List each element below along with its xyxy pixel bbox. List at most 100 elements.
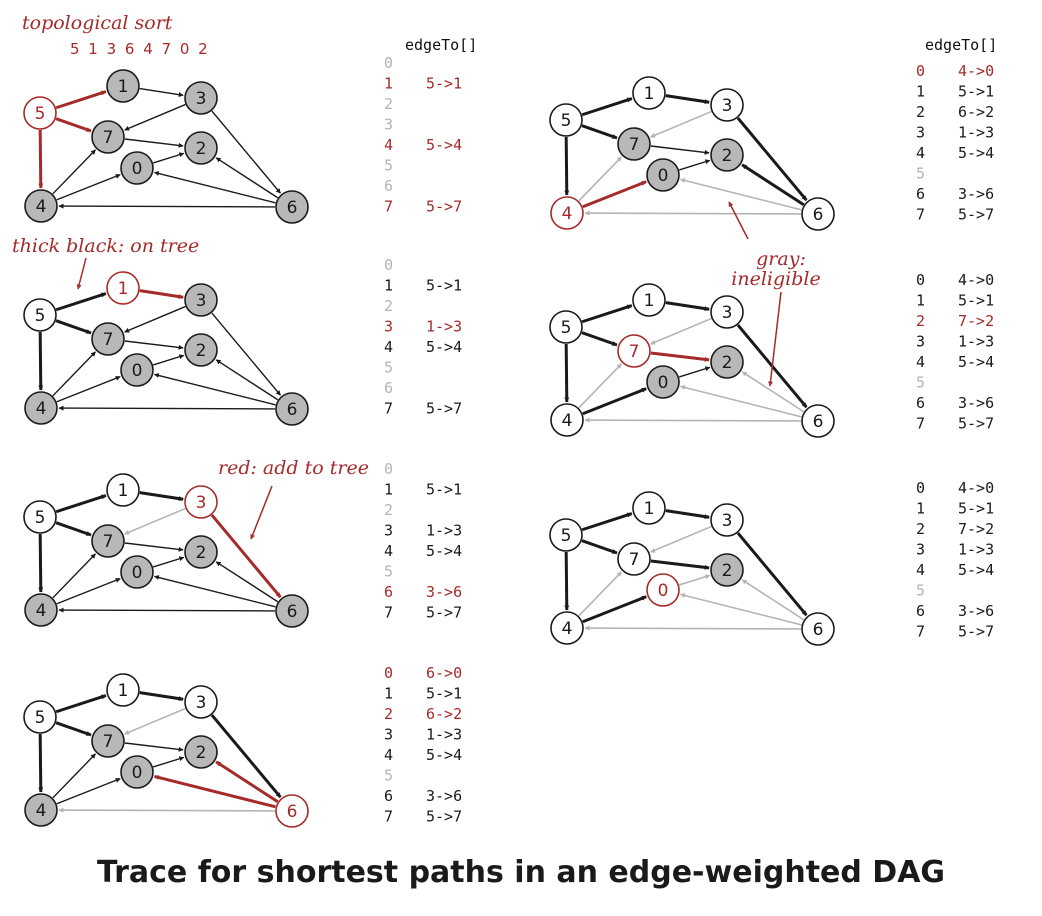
node-3: 3	[184, 81, 218, 115]
node-0: 0	[120, 151, 154, 185]
edge-to-value: 5->4	[958, 353, 994, 371]
edge-1-3	[139, 491, 184, 502]
node-label: 6	[813, 412, 824, 432]
node-circle	[24, 391, 58, 425]
edge-1-3	[665, 301, 710, 312]
node-3: 3	[184, 283, 218, 317]
node-label: 7	[103, 330, 114, 350]
node-circle	[632, 76, 666, 110]
node-label: 7	[629, 550, 640, 570]
edge-to-index: 4	[384, 136, 393, 154]
node-1: 1	[106, 673, 140, 707]
node-label: 2	[196, 341, 207, 361]
edge-to-value: 6->2	[958, 103, 994, 121]
node-label: 0	[658, 166, 669, 186]
edge-4-7	[52, 553, 96, 599]
node-circle	[91, 322, 125, 356]
node-circle	[710, 88, 744, 122]
edge-to-value: 5->4	[426, 136, 462, 154]
node-7: 7	[91, 120, 125, 154]
edge-5-4	[38, 129, 44, 189]
edge-6-0	[679, 593, 802, 626]
edge-to-value: 5->4	[958, 144, 994, 162]
edge-to-value: 5->4	[426, 746, 462, 764]
node-1: 1	[106, 473, 140, 507]
node-circle	[617, 542, 651, 576]
node-0: 0	[646, 573, 680, 607]
edge-to-index: 4	[916, 144, 925, 162]
edge-6-2	[741, 371, 805, 413]
edge-to-index: 1	[384, 277, 393, 295]
edge-0-2	[153, 556, 185, 568]
node-6: 6	[801, 404, 835, 438]
node-circle	[106, 473, 140, 507]
node-3: 3	[184, 485, 218, 519]
node-6: 6	[275, 594, 309, 628]
edge-4-0	[56, 173, 121, 201]
node-circle	[184, 283, 218, 317]
edge-to-value: 5->1	[426, 481, 462, 499]
node-circle	[550, 611, 584, 645]
edge-5-1	[581, 97, 633, 117]
edge-1-3	[139, 87, 184, 98]
node-circle	[549, 103, 583, 137]
edge-6-2	[741, 163, 805, 207]
node-2: 2	[710, 553, 744, 587]
node-label: 4	[562, 204, 573, 224]
node-label: 5	[561, 318, 572, 338]
node-circle	[549, 518, 583, 552]
node-6: 6	[275, 794, 309, 828]
edge-to-index: 1	[916, 292, 925, 310]
node-circle	[184, 485, 218, 519]
edge-to-index: 4	[384, 338, 393, 356]
node-label: 2	[196, 543, 207, 563]
node-label: 0	[658, 581, 669, 601]
edge-3-6	[211, 312, 282, 396]
node-circle	[23, 96, 57, 130]
node-5: 5	[549, 310, 583, 344]
node-2: 2	[184, 131, 218, 165]
edge-to-value: 5->1	[958, 292, 994, 310]
edge-to-value: 3->6	[958, 185, 994, 203]
edge-5-4	[564, 551, 570, 611]
edge-to-value: 1->3	[958, 124, 994, 142]
edge-to-index: 5	[384, 767, 393, 785]
node-label: 2	[196, 139, 207, 159]
node-circle	[120, 755, 154, 789]
edge-6-4	[58, 807, 276, 813]
node-circle	[646, 365, 680, 399]
node-0: 0	[120, 555, 154, 589]
edge-3-7	[650, 525, 712, 553]
node-0: 0	[120, 353, 154, 387]
edge-5-1	[55, 292, 107, 312]
edge-to-index: 2	[384, 297, 393, 315]
edge-to-value: 5->7	[426, 808, 462, 826]
edge-to-value: 5->4	[426, 338, 462, 356]
node-7: 7	[617, 542, 651, 576]
node-circle	[106, 673, 140, 707]
edge-3-7	[124, 103, 186, 131]
edge-to-index: 7	[916, 415, 925, 433]
node-3: 3	[710, 503, 744, 537]
node-0: 0	[120, 755, 154, 789]
edge-6-0	[153, 575, 276, 608]
edge-6-2	[215, 760, 279, 804]
edge-to-index: 7	[384, 604, 393, 622]
gray-pointer-up	[728, 201, 749, 240]
node-circle	[710, 138, 744, 172]
node-4: 4	[24, 189, 58, 223]
edge-7-2	[124, 542, 184, 552]
node-1: 1	[632, 283, 666, 317]
edge-3-6	[211, 110, 282, 194]
edge-to-index: 6	[916, 394, 925, 412]
edge-5-7	[581, 539, 618, 555]
